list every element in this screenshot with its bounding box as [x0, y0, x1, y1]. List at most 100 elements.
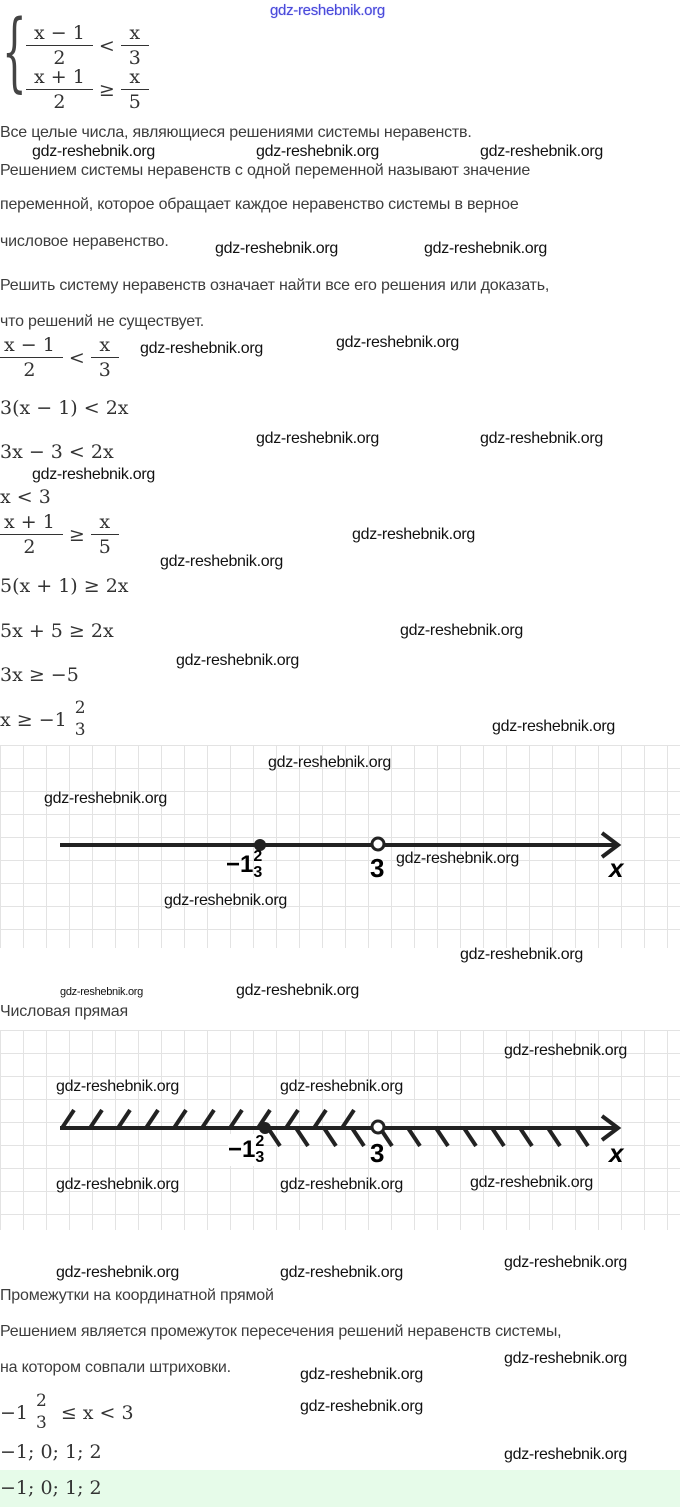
- watermark: gdz-reshebnik.org: [56, 1264, 179, 1281]
- point-label-3: 3: [370, 1138, 385, 1168]
- hatch-stroke: [284, 1108, 300, 1130]
- numerator: x − 1: [34, 22, 85, 44]
- label-whole: −1: [226, 851, 254, 878]
- watermark: gdz-reshebnik.org: [460, 946, 583, 963]
- watermark: gdz-reshebnik.org: [492, 718, 615, 735]
- hatch-stroke: [490, 1126, 506, 1148]
- watermark: gdz-reshebnik.org: [504, 1254, 627, 1271]
- watermark: gdz-reshebnik.org: [268, 754, 391, 771]
- axis-arrow: [600, 831, 622, 859]
- hatch-stroke: [518, 1126, 534, 1148]
- hatch-stroke: [322, 1126, 338, 1148]
- step1-line: 3x − 3 < 2x: [0, 441, 114, 463]
- theory-line: Решить систему неравенств означает найти…: [0, 277, 550, 294]
- denominator: 3: [253, 864, 263, 881]
- watermark: gdz-reshebnik.org: [215, 240, 338, 257]
- numerator: 2: [255, 1133, 265, 1150]
- watermark: gdz-reshebnik.org: [32, 143, 155, 160]
- conclusion-line: на котором совпали штриховки.: [0, 1359, 231, 1376]
- watermark: gdz-reshebnik.org: [424, 240, 547, 257]
- conclusion-line: Решением является промежуток пересечения…: [0, 1323, 562, 1340]
- system-brace: {: [2, 2, 27, 102]
- hatch-stroke: [116, 1108, 132, 1130]
- watermark: gdz-reshebnik.org: [256, 143, 379, 160]
- hatch-stroke: [200, 1108, 216, 1130]
- interval-rest: ≤ x < 3: [60, 1401, 134, 1424]
- hatching-x-ge-minus-1-2-3: [266, 1126, 590, 1148]
- integer-solutions: −1; 0; 1; 2: [0, 1441, 102, 1463]
- step1-line: 3(x − 1) < 2x: [0, 397, 129, 419]
- operator: <: [68, 347, 85, 369]
- theory-line: переменной, которое обращает каждое нера…: [0, 196, 519, 213]
- hatch-stroke: [546, 1126, 562, 1148]
- watermark: gdz-reshebnik.org: [300, 1366, 423, 1383]
- watermark: gdz-reshebnik.org: [280, 1264, 403, 1281]
- numerator: x + 1: [34, 66, 85, 88]
- hatch-stroke: [144, 1108, 160, 1130]
- closed-point: [259, 1122, 271, 1134]
- hatch-stroke: [172, 1108, 188, 1130]
- watermark: gdz-reshebnik.org: [280, 1176, 403, 1193]
- watermark: gdz-reshebnik.org: [470, 1174, 593, 1191]
- operator: ≥: [68, 524, 85, 546]
- hatch-stroke: [434, 1126, 450, 1148]
- task-text: Все целые числа, являющиеся решениями си…: [0, 124, 472, 141]
- caption-intervals: Промежутки на координатной прямой: [0, 1287, 274, 1304]
- step1-result: x < 3: [0, 486, 51, 508]
- operator: <: [98, 35, 115, 57]
- hatch-stroke: [294, 1126, 310, 1148]
- hatch-stroke: [228, 1108, 244, 1130]
- denominator: 3: [90, 357, 119, 380]
- denominator: 3: [36, 1413, 47, 1433]
- numerator: x: [129, 66, 141, 88]
- operator: ≥: [98, 79, 115, 101]
- hatch-stroke: [406, 1126, 422, 1148]
- hatch-stroke: [60, 1108, 76, 1130]
- watermark: gdz-reshebnik.org: [480, 430, 603, 447]
- theory-line: что решений не существует.: [0, 313, 205, 330]
- denominator: 5: [120, 89, 149, 112]
- watermark: gdz-reshebnik.org: [336, 334, 459, 351]
- theory-line: Решением системы неравенств с одной пере…: [0, 162, 531, 179]
- denominator: 2: [0, 357, 63, 380]
- watermark: gdz-reshebnik.org: [32, 466, 155, 483]
- watermark: gdz-reshebnik.org: [280, 1078, 403, 1095]
- denominator: 2: [26, 45, 93, 68]
- denominator: 2: [26, 89, 93, 112]
- watermark: gdz-reshebnik.org: [56, 1176, 179, 1193]
- watermark: gdz-reshebnik.org: [396, 850, 519, 867]
- step2-line: 5(x + 1) ≥ 2x: [0, 575, 129, 597]
- axis-label-x: x: [609, 1138, 624, 1168]
- label-whole: −1: [228, 1136, 256, 1163]
- hatch-stroke: [340, 1108, 356, 1130]
- answer-box: −1; 0; 1; 2: [0, 1470, 680, 1507]
- watermark: gdz-reshebnik.org: [504, 1350, 627, 1367]
- closed-point: [254, 839, 266, 851]
- numerator: x + 1: [4, 511, 55, 533]
- watermark: gdz-reshebnik.org: [176, 652, 299, 669]
- theory-line: числовое неравенство.: [0, 233, 169, 250]
- denominator: 2: [0, 534, 63, 557]
- denominator: 3: [74, 720, 86, 740]
- hatch-stroke: [350, 1126, 366, 1148]
- watermark: gdz-reshebnik.org: [504, 1446, 627, 1463]
- watermark: gdz-reshebnik.org: [480, 143, 603, 160]
- hatching-x-less-3: [60, 1108, 356, 1130]
- watermark: gdz-reshebnik.org: [164, 892, 287, 909]
- watermark: gdz-reshebnik.org: [352, 526, 475, 543]
- caption-number-line: Числовая прямая: [0, 1003, 128, 1020]
- hatch-stroke: [574, 1126, 590, 1148]
- denominator: 3: [120, 45, 149, 68]
- step2-line: 5x + 5 ≥ 2x: [0, 620, 114, 642]
- numerator: x: [99, 334, 111, 356]
- watermark: gdz-reshebnik.org: [400, 622, 523, 639]
- axis-label-x: x: [609, 853, 624, 883]
- answer-text: −1; 0; 1; 2: [0, 1477, 102, 1499]
